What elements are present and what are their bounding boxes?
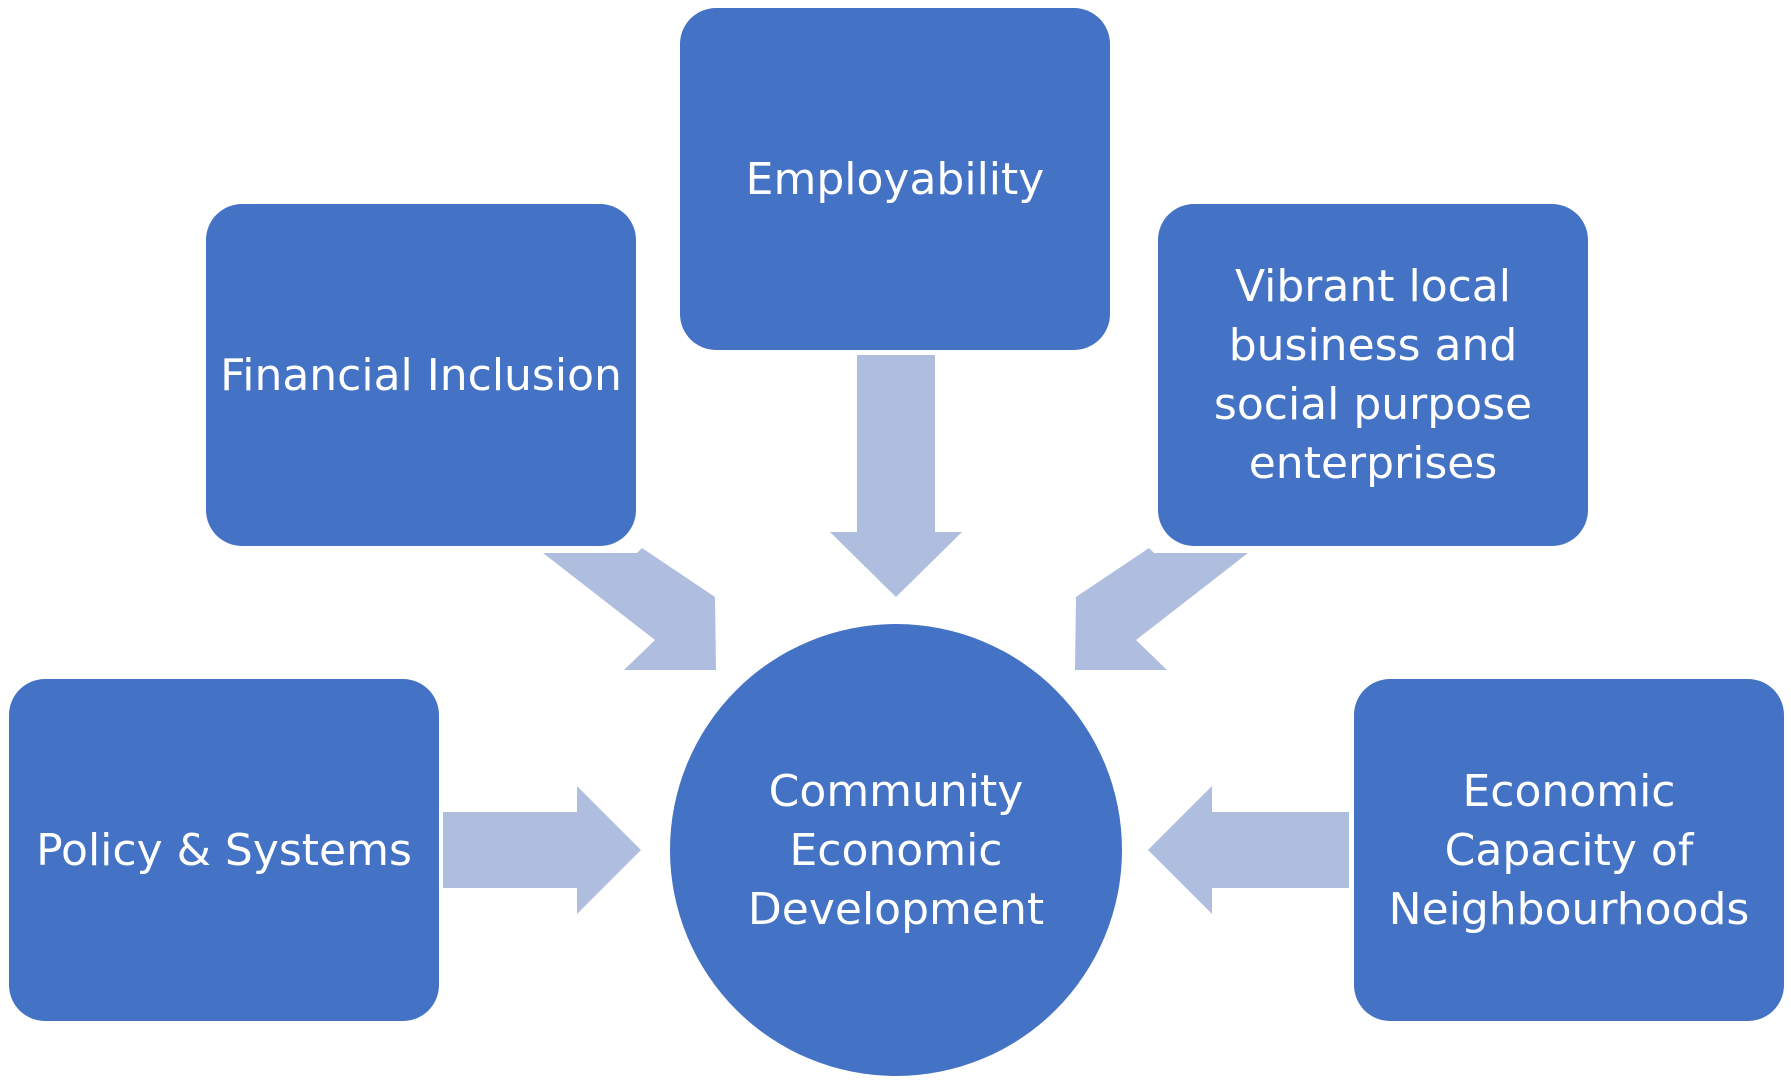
arrow-capacity-to-center [1148, 786, 1349, 914]
node-employability: Employability [680, 8, 1110, 350]
arrow-vibrant-to-center [1075, 548, 1248, 670]
arrow-policy-to-center [443, 786, 641, 914]
node-policy-systems-line: Policy & Systems [36, 824, 412, 876]
node-economic-capacity-label: Economic Capacity of Neighbourhoods [1389, 762, 1750, 939]
node-policy-systems: Policy & Systems [9, 679, 439, 1021]
node-employability-line: Employability [745, 153, 1045, 205]
arrow-financial-to-center [543, 548, 716, 670]
center-node-label: Community Economic Development [748, 762, 1044, 939]
center-node-line: Development [747, 883, 1045, 935]
arrow-employability-to-center [830, 355, 962, 597]
node-vibrant-business-line: business and [1228, 320, 1518, 371]
node-vibrant-business-label: Vibrant local business and social purpos… [1214, 257, 1532, 493]
node-financial-inclusion-label: Financial Inclusion [220, 346, 622, 405]
node-economic-capacity-line: Economic [1462, 765, 1676, 817]
node-economic-capacity-line: Neighbourhoods [1388, 883, 1750, 935]
node-vibrant-business-line: Vibrant local [1235, 261, 1511, 312]
node-financial-inclusion-line: Financial Inclusion [220, 349, 622, 401]
node-employability-label: Employability [746, 150, 1045, 209]
center-node-line: Community [768, 765, 1024, 817]
node-economic-capacity: Economic Capacity of Neighbourhoods [1354, 679, 1784, 1021]
node-vibrant-business: Vibrant local business and social purpos… [1158, 204, 1588, 546]
node-economic-capacity-line: Capacity of [1444, 824, 1694, 876]
node-financial-inclusion: Financial Inclusion [206, 204, 636, 546]
node-policy-systems-label: Policy & Systems [36, 821, 412, 880]
node-vibrant-business-line: social purpose [1213, 379, 1533, 430]
node-vibrant-business-line: enterprises [1248, 438, 1498, 489]
center-node-community-economic-development: Community Economic Development [670, 624, 1122, 1076]
center-node-line: Economic [789, 824, 1003, 876]
